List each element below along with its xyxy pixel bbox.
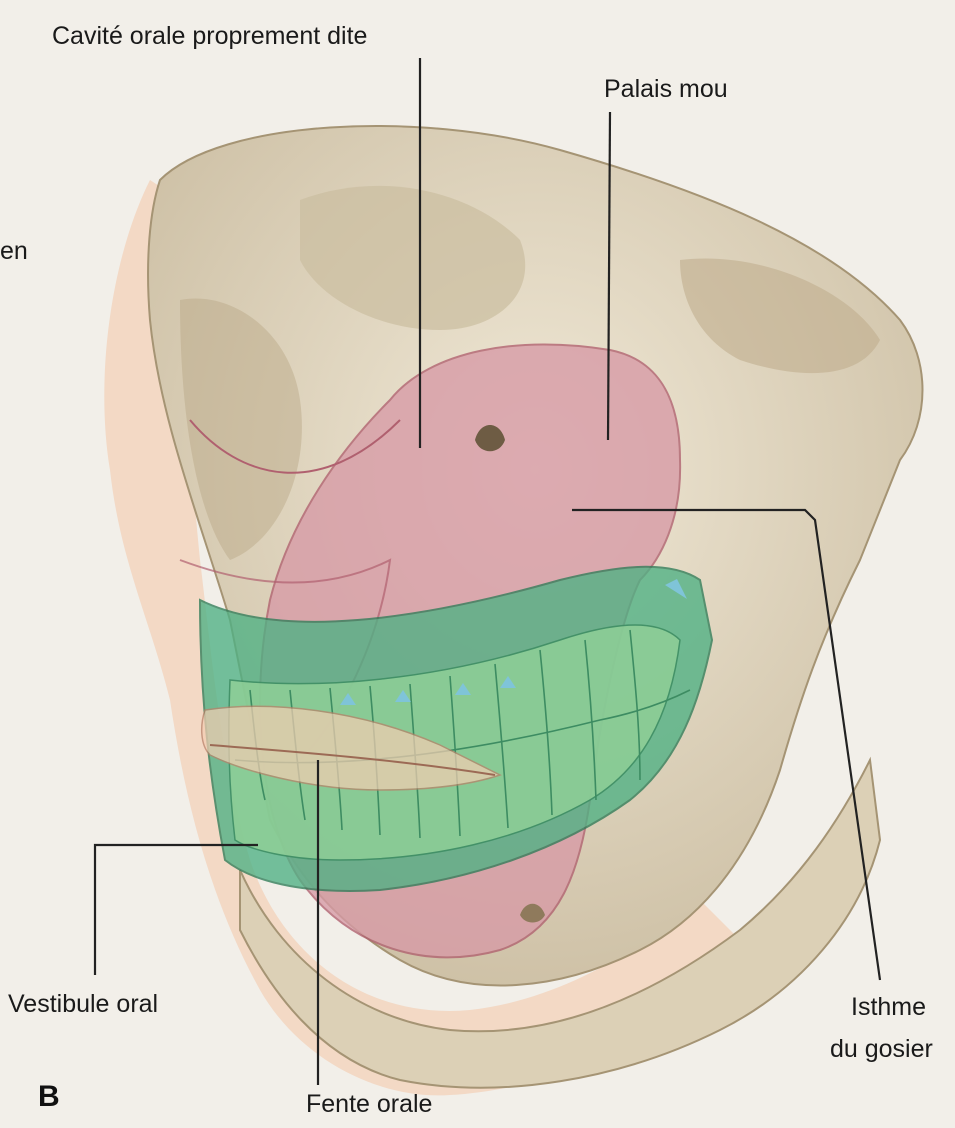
label-isthmus-line2: du gosier (830, 1035, 933, 1064)
label-oral-fissure: Fente orale (306, 1090, 432, 1119)
label-isthmus-line1: Isthme (851, 993, 926, 1022)
label-soft-palate: Palais mou (604, 75, 728, 104)
label-fragment: en (0, 237, 28, 266)
panel-letter: B (38, 1080, 60, 1114)
label-oral-vestibule: Vestibule oral (8, 990, 158, 1019)
label-oral-cavity-proper: Cavité orale proprement dite (52, 22, 367, 51)
